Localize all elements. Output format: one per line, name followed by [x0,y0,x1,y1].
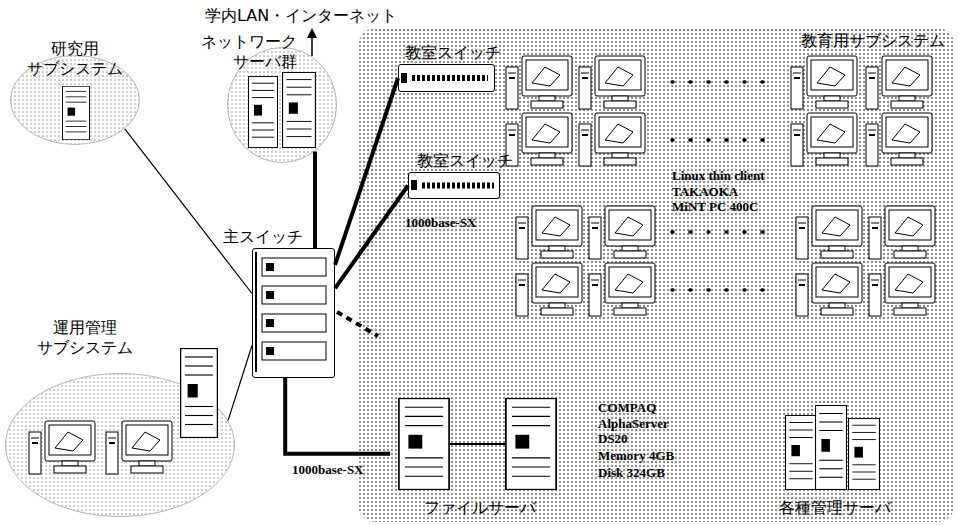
switch-port [266,263,274,355]
switch-port [401,73,407,83]
pc-icon [866,56,932,109]
pc-icon [791,113,857,166]
node-heading: 教室スイッチ [405,43,501,63]
pc-icon [516,263,582,316]
network-link [285,378,390,454]
server-icon [786,415,817,489]
node-heading: ネットワーク サーバ群 [201,32,297,72]
pc-icon [869,206,935,259]
switch-panel [255,252,257,372]
switch-port [411,180,417,190]
server-icon [849,418,880,489]
switch-details [256,73,494,372]
pc-icon [866,113,932,166]
server-icons [62,72,879,489]
node-heading: 各種管理サーバ [779,498,891,518]
internet-arrow [307,28,317,56]
switch-ports [412,75,488,81]
arrow-head [307,28,317,38]
pc-icon [796,206,862,259]
server-icon [283,72,316,147]
more-links-line [337,312,378,336]
pc-icon [579,113,645,166]
pc-icon [796,263,862,316]
pc-icons [29,56,935,474]
server-spec: Disk 324GB [598,465,665,481]
network-link [125,129,252,294]
link-label: 1000base-SX [405,215,477,231]
node-heading: 教育用サブシステム [801,31,945,51]
server-icon [506,399,556,490]
node-heading: 教室スイッチ [417,151,513,171]
pc-icon [106,421,172,474]
network-label: 学内LAN・インターネット [205,6,397,26]
network-link [335,78,398,265]
pc-icon [506,56,572,109]
switch-ports [422,183,494,189]
pc-icon [589,263,655,316]
server-spec: COMPAQ AlphaServer DS20 [598,400,678,447]
client-spec: Linux thin client TAKAOKA MiNT PC 400C [672,168,772,215]
pc-icon [506,113,572,166]
server-icon [62,86,89,139]
pc-icon [29,421,95,474]
network-link [313,151,317,248]
node-heading: 運用管理 サブシステム [37,318,133,358]
network-link [335,186,408,289]
link-label: 1000base-SX [292,462,364,478]
pc-icon [589,206,655,259]
server-icon [399,399,449,490]
pc-icon [579,56,645,109]
server-icon [181,349,218,438]
server-spec: Memory 4GB [598,448,674,464]
network-link [228,346,252,421]
pc-icon [791,56,857,109]
server-icon [816,406,847,490]
node-heading: 研究用 サブシステム [27,39,123,79]
pc-icon [516,206,582,259]
pc-icon [869,263,935,316]
server-link [450,443,505,445]
node-heading: ファイルサーバ [424,498,536,518]
server-icon [249,76,278,147]
arrow-shaft [311,36,313,56]
node-heading: 主スイッチ [223,227,303,247]
